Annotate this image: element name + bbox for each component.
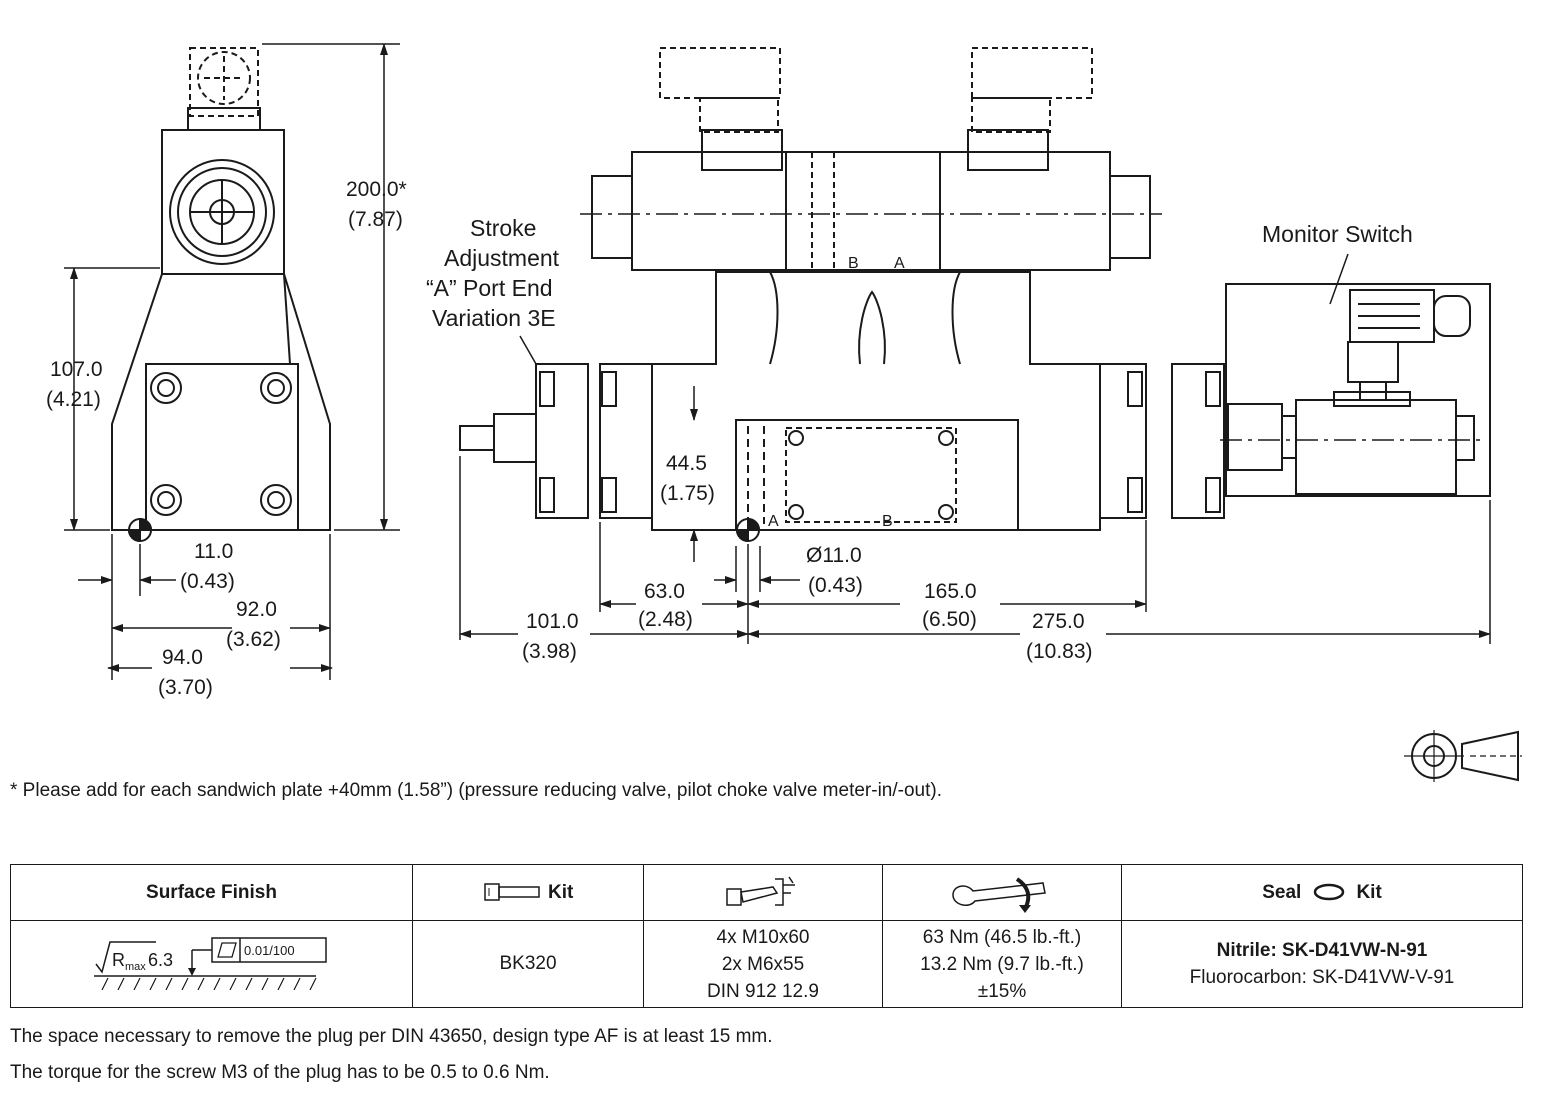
spec-table: Surface Finish Kit Seal <box>10 864 1523 1008</box>
dim-107-inch: (4.21) <box>46 388 101 411</box>
footnote: * Please add for each sandwich plate +40… <box>10 780 942 801</box>
spec-table-data-row: R max 6.3 0.01/100 BK320 4x M10x60 2x M6… <box>10 920 1523 1008</box>
o-ring-icon <box>1313 884 1345 901</box>
port-a-top-label: A <box>894 255 905 272</box>
seal-fluorocarbon: Fluorocarbon: SK-D41VW-V-91 <box>1189 967 1455 988</box>
port-b-top-label: B <box>848 255 859 272</box>
dim-63-inch: (2.48) <box>638 608 693 631</box>
header-seal-kit: Seal Kit <box>1121 864 1523 921</box>
stroke-adjustment-label-line4: Variation 3E <box>432 305 556 331</box>
torque-line-2: 13.2 Nm (9.7 lb.-ft.) <box>920 953 1084 975</box>
surface-finish-cell: R max 6.3 0.01/100 <box>10 920 413 1008</box>
stroke-adjustment-label-line1: Stroke <box>470 215 536 241</box>
front-view <box>459 47 1491 644</box>
dim-101-inch: (3.98) <box>522 640 577 663</box>
dim-92-inch: (3.62) <box>226 628 281 651</box>
roughness-prefix: R <box>112 950 125 970</box>
wrench-torque-icon <box>952 876 1046 913</box>
dim-44-5-value: 44.5 <box>666 452 707 475</box>
dim-94-value: 94.0 <box>162 646 203 669</box>
dim-101-value: 101.0 <box>526 610 579 633</box>
dim-94-inch: (3.70) <box>158 676 213 699</box>
screw-caliper-icon <box>726 876 795 906</box>
screw-line-1: 4x M10x60 <box>716 926 810 948</box>
spec-table-header-row: Surface Finish Kit Seal <box>10 864 1523 921</box>
seal-kit-cell: Nitrile: SK-D41VW-N-91 Fluorocarbon: SK-… <box>1121 920 1523 1008</box>
surface-finish-symbol-icon: R max 6.3 0.01/100 <box>93 937 327 991</box>
dim-165-value: 165.0 <box>924 580 977 603</box>
roughness-sub: max <box>125 961 146 973</box>
screw-line-2: 2x M6x55 <box>721 953 805 975</box>
dim-275-value: 275.0 <box>1032 610 1085 633</box>
seal-nitrile: Nitrile: SK-D41VW-N-91 <box>1216 940 1428 961</box>
stroke-adjustment-label-line3: “A” Port End <box>426 275 553 301</box>
flatness-value: 0.01/100 <box>244 943 295 958</box>
screw-line-3: DIN 912 12.9 <box>707 980 819 1002</box>
header-surface-finish: Surface Finish <box>10 864 413 921</box>
dim-dia-11-inch: (0.43) <box>808 574 863 597</box>
dim-11-value: 11.0 <box>194 540 233 563</box>
dim-275-inch: (10.83) <box>1026 640 1093 663</box>
bolt-kit-cell: BK320 <box>412 920 644 1008</box>
dim-92-value: 92.0 <box>236 598 277 621</box>
torque-cell: 63 Nm (46.5 lb.-ft.) 13.2 Nm (9.7 lb.-ft… <box>882 920 1122 1008</box>
screws-cell: 4x M10x60 2x M6x55 DIN 912 12.9 <box>643 920 883 1008</box>
dim-63-value: 63.0 <box>644 580 685 603</box>
side-view <box>64 43 400 680</box>
roughness-value: 6.3 <box>148 950 173 970</box>
header-seal-kit-label: Kit <box>1356 881 1382 903</box>
dim-200-value: 200.0* <box>346 178 407 201</box>
header-seal-label: Seal <box>1262 881 1302 903</box>
dim-44-5-inch: (1.75) <box>660 482 715 505</box>
dim-200-inch: (7.87) <box>348 208 403 231</box>
note-plug-space: The space necessary to remove the plug p… <box>10 1026 773 1047</box>
torque-line-1: 63 Nm (46.5 lb.-ft.) <box>922 926 1082 948</box>
monitor-switch-label: Monitor Switch <box>1262 221 1413 247</box>
header-bolt-kit-label: Kit <box>547 881 574 903</box>
projection-symbol-icon <box>1404 730 1522 782</box>
monitor-switch-view <box>1171 253 1491 519</box>
header-screw-gauge <box>643 864 883 921</box>
torque-line-3: ±15% <box>977 980 1027 1002</box>
dim-11-inch: (0.43) <box>180 570 235 593</box>
dim-107-value: 107.0 <box>50 358 103 381</box>
dim-dia-11-value: Ø11.0 <box>806 544 862 567</box>
bolt-icon <box>483 883 540 902</box>
note-plug-torque: The torque for the screw M3 of the plug … <box>10 1062 550 1083</box>
port-b-bottom-label: B <box>882 513 893 530</box>
stroke-adjustment-label-line2: Adjustment <box>444 245 560 271</box>
port-a-bottom-label: A <box>768 513 779 530</box>
header-torque <box>882 864 1122 921</box>
header-bolt-kit: Kit <box>412 864 644 921</box>
dim-165-inch: (6.50) <box>922 608 977 631</box>
